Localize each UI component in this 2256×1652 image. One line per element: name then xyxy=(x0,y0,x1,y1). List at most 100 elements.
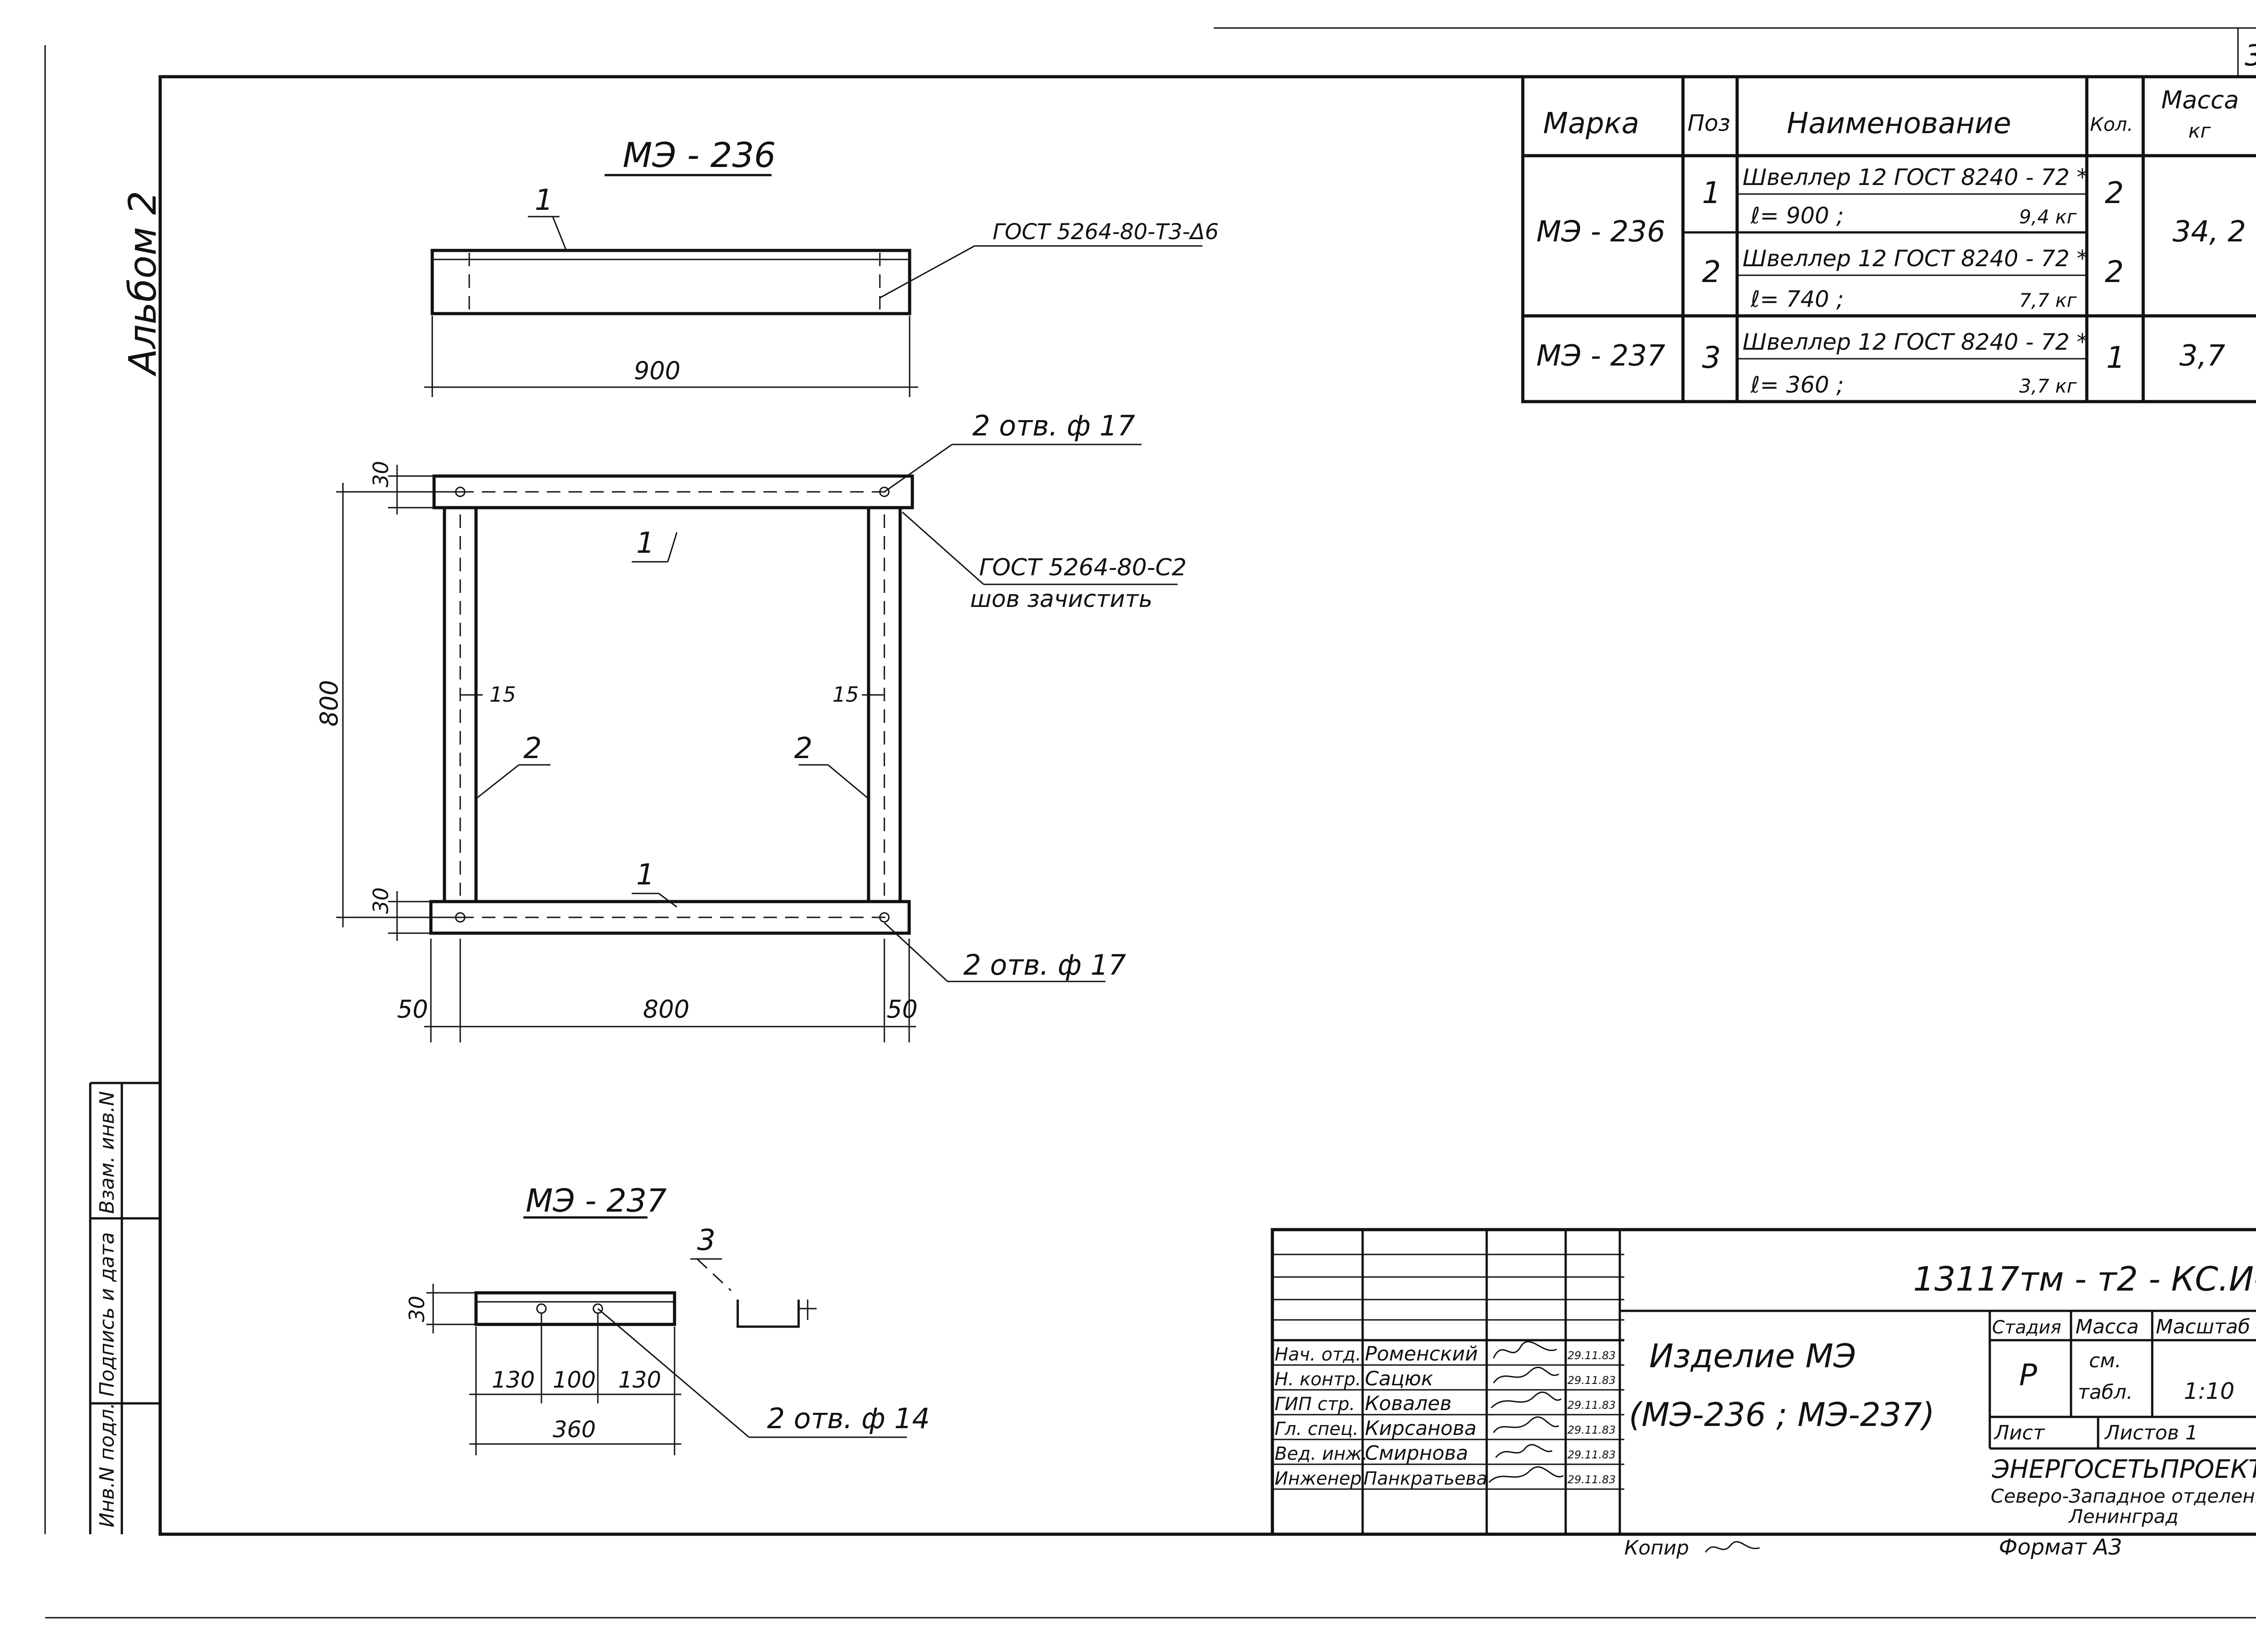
side-label-sign-date: Подпись и дата xyxy=(96,1232,119,1397)
me237-holes: 2 отв. ф 14 xyxy=(767,1402,930,1435)
frame-dim-right-15: 15 xyxy=(832,682,859,707)
frame-dim-top-offset: 30 xyxy=(369,461,393,487)
frame-dim-left-15: 15 xyxy=(490,682,516,707)
signer-date-6: 29.11.83 xyxy=(1567,1473,1616,1486)
stage-label: Стадия xyxy=(1992,1317,2061,1338)
spec-table-grid xyxy=(1521,75,2256,403)
signer-name-1: Роменский xyxy=(1365,1342,1478,1365)
copied-label: Копир xyxy=(1624,1536,1689,1559)
frame-dim-bottom-right: 50 xyxy=(887,995,918,1023)
org-name: ЭНЕРГОСЕТЬПРОЕКТ xyxy=(1992,1455,2256,1484)
me237-dim-height: 30 xyxy=(405,1296,429,1322)
spec-row2-unit-mass: 7,7 кг xyxy=(2019,289,2077,311)
signatures xyxy=(1488,1341,1564,1483)
me236-top-pos: 1 xyxy=(535,184,553,217)
signer-name-6: Панкратьева xyxy=(1364,1468,1487,1489)
me236-dim-length: 900 xyxy=(634,356,680,385)
copied-signature xyxy=(1705,1541,1760,1553)
spec-row1-pos: 1 xyxy=(1702,176,1721,210)
sheet-label: Лист xyxy=(1993,1421,2045,1444)
spec-row3-unit-mass: 3,7 кг xyxy=(2019,375,2077,397)
spec-row1-mass: 34, 2 xyxy=(2173,215,2246,249)
spec-row2-name: Швеллер 12 ГОСТ 8240 - 72 * xyxy=(1743,245,2088,272)
spec-row3-mass: 3,7 xyxy=(2179,339,2225,373)
spec-header-pos: Поз xyxy=(1687,110,1730,136)
product-name-1: Изделие МЭ xyxy=(1649,1337,1856,1375)
side-label-vzam-inv: Взам. инв.N xyxy=(96,1091,119,1214)
signer-date-5: 29.11.83 xyxy=(1567,1448,1616,1461)
signer-date-3: 29.11.83 xyxy=(1567,1399,1616,1411)
spec-row3-length: ℓ= 360 ; xyxy=(1750,372,1844,398)
signer-role-4: Гл. спец. xyxy=(1275,1419,1359,1439)
signer-role-1: Нач. отд. xyxy=(1275,1344,1361,1365)
doc-code: 13117тм - т2 - КС.И-5 xyxy=(1913,1260,2256,1299)
frame-dim-bottom-mid: 800 xyxy=(643,995,689,1023)
spec-row3-mark: МЭ - 237 xyxy=(1536,339,1665,373)
spec-row1-length: ℓ= 900 ; xyxy=(1750,203,1844,229)
frame-pos-top: 1 xyxy=(636,527,655,560)
spec-row2-qty: 2 xyxy=(2105,255,2124,289)
spec-header-qty: Кол. xyxy=(2090,113,2133,135)
frame-pos-right: 2 xyxy=(794,732,813,765)
me237-dim-b: 100 xyxy=(553,1367,596,1393)
side-label-inv-podl: Инв.N подл. xyxy=(96,1402,119,1527)
scale-label: Масштаб xyxy=(2156,1315,2250,1338)
sheet-frame xyxy=(44,27,2256,1619)
me236-frame-view xyxy=(336,444,1178,1042)
signer-name-5: Смирнова xyxy=(1365,1442,1468,1465)
spec-row1-name: Швеллер 12 ГОСТ 8240 - 72 * xyxy=(1743,164,2088,190)
signer-role-2: Н. контр. xyxy=(1275,1369,1361,1390)
frame-dim-bottom-left: 50 xyxy=(397,995,428,1023)
spec-header-mass-1: Масса xyxy=(2161,86,2239,114)
signer-role-3: ГИП стр. xyxy=(1275,1394,1355,1415)
spec-header-mass-2: кг xyxy=(2188,120,2211,143)
frame-weld-note-2: шов зачистить xyxy=(970,586,1152,613)
me236-top-view: МЭ - 236 xyxy=(424,135,1202,397)
me237-dim-c: 130 xyxy=(618,1367,661,1393)
page-number: 31 xyxy=(2245,39,2256,73)
spec-row3-qty: 1 xyxy=(2106,340,2125,375)
signer-name-4: Кирсанова xyxy=(1365,1417,1477,1440)
signer-role-6: Инженер xyxy=(1275,1468,1362,1489)
title-block-grid xyxy=(1271,1228,2256,1536)
spec-row3-name: Швеллер 12 ГОСТ 8240 - 72 * xyxy=(1743,329,2088,355)
signer-date-2: 29.11.83 xyxy=(1567,1374,1616,1387)
spec-header-name: Наименование xyxy=(1787,107,2011,140)
me236-weld-note: ГОСТ 5264-80-Т3-Δ6 xyxy=(993,219,1219,245)
mass-value-1: см. xyxy=(2089,1349,2121,1372)
frame-weld-note-1: ГОСТ 5264-80-С2 xyxy=(979,554,1187,581)
me237-title: МЭ - 237 xyxy=(526,1182,667,1219)
signer-role-5: Вед. инж. xyxy=(1275,1444,1368,1464)
spec-row2-pos: 2 xyxy=(1702,255,1721,289)
spec-header-mark: Марка xyxy=(1543,107,1639,140)
me237-dim-total: 360 xyxy=(553,1416,596,1443)
signer-name-3: Ковалев xyxy=(1365,1392,1452,1415)
spec-row2-length: ℓ= 740 ; xyxy=(1750,286,1844,312)
org-city: Ленинград xyxy=(2068,1505,2178,1527)
frame-holes-bottom: 2 отв. ф 17 xyxy=(963,949,1126,981)
scale-value: 1:10 xyxy=(2184,1378,2234,1404)
spec-row1-qty: 2 xyxy=(2105,176,2124,210)
mass-value-2: табл. xyxy=(2078,1381,2133,1404)
me236-title: МЭ - 236 xyxy=(623,135,776,175)
me237-dim-a: 130 xyxy=(492,1367,535,1393)
me237-view xyxy=(426,1216,907,1455)
signer-name-2: Сацюк xyxy=(1365,1367,1433,1390)
frame-dim-bottom-offset: 30 xyxy=(369,887,393,914)
me237-pos: 3 xyxy=(697,1224,716,1257)
side-stamp xyxy=(89,1082,162,1534)
frame-dim-height: 800 xyxy=(315,680,343,727)
signer-date-4: 29.11.83 xyxy=(1567,1424,1616,1436)
frame-pos-left: 2 xyxy=(523,732,542,765)
spec-row3-pos: 3 xyxy=(1702,340,1721,375)
sheets-label: Листов 1 xyxy=(2104,1421,2198,1444)
frame-pos-bottom: 1 xyxy=(636,858,655,892)
product-name-2: (МЭ-236 ; МЭ-237) xyxy=(1629,1396,1935,1434)
signer-date-1: 29.11.83 xyxy=(1567,1349,1616,1362)
mass-label: Масса xyxy=(2076,1315,2139,1338)
format-label: Формат А3 xyxy=(1999,1535,2122,1560)
spec-row1-unit-mass: 9,4 кг xyxy=(2019,206,2077,228)
org-branch: Северо-Западное отделение xyxy=(1991,1485,2256,1507)
spec-row1-mark: МЭ - 236 xyxy=(1536,215,1665,249)
